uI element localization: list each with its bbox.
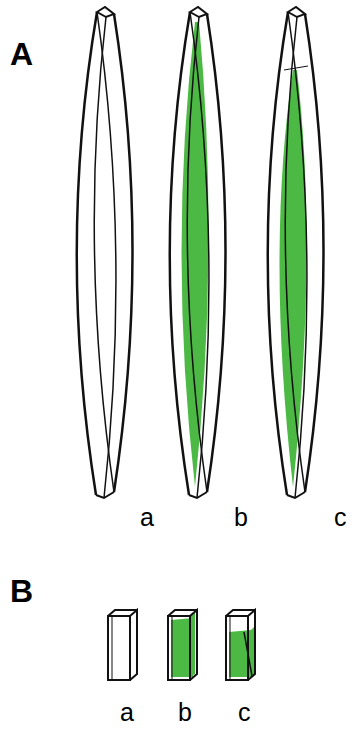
- needle-crystal: [77, 7, 133, 498]
- sub-panel-letter: a: [140, 505, 154, 530]
- panel-letter: B: [10, 575, 33, 607]
- needle-crystal: [268, 7, 324, 498]
- panel-letter: A: [10, 38, 33, 70]
- sub-panel-letter: b: [178, 700, 192, 725]
- prism-crystal: [226, 610, 255, 680]
- needle-crystal: [170, 7, 226, 498]
- sub-panel-letter: a: [120, 700, 134, 725]
- sub-panel-letter: b: [234, 505, 248, 530]
- sub-panel-letter: c: [238, 700, 251, 725]
- prism-crystal: [108, 610, 137, 680]
- prism-crystal: [168, 610, 197, 680]
- green-content: [280, 70, 307, 487]
- sub-panel-letter: c: [334, 505, 347, 530]
